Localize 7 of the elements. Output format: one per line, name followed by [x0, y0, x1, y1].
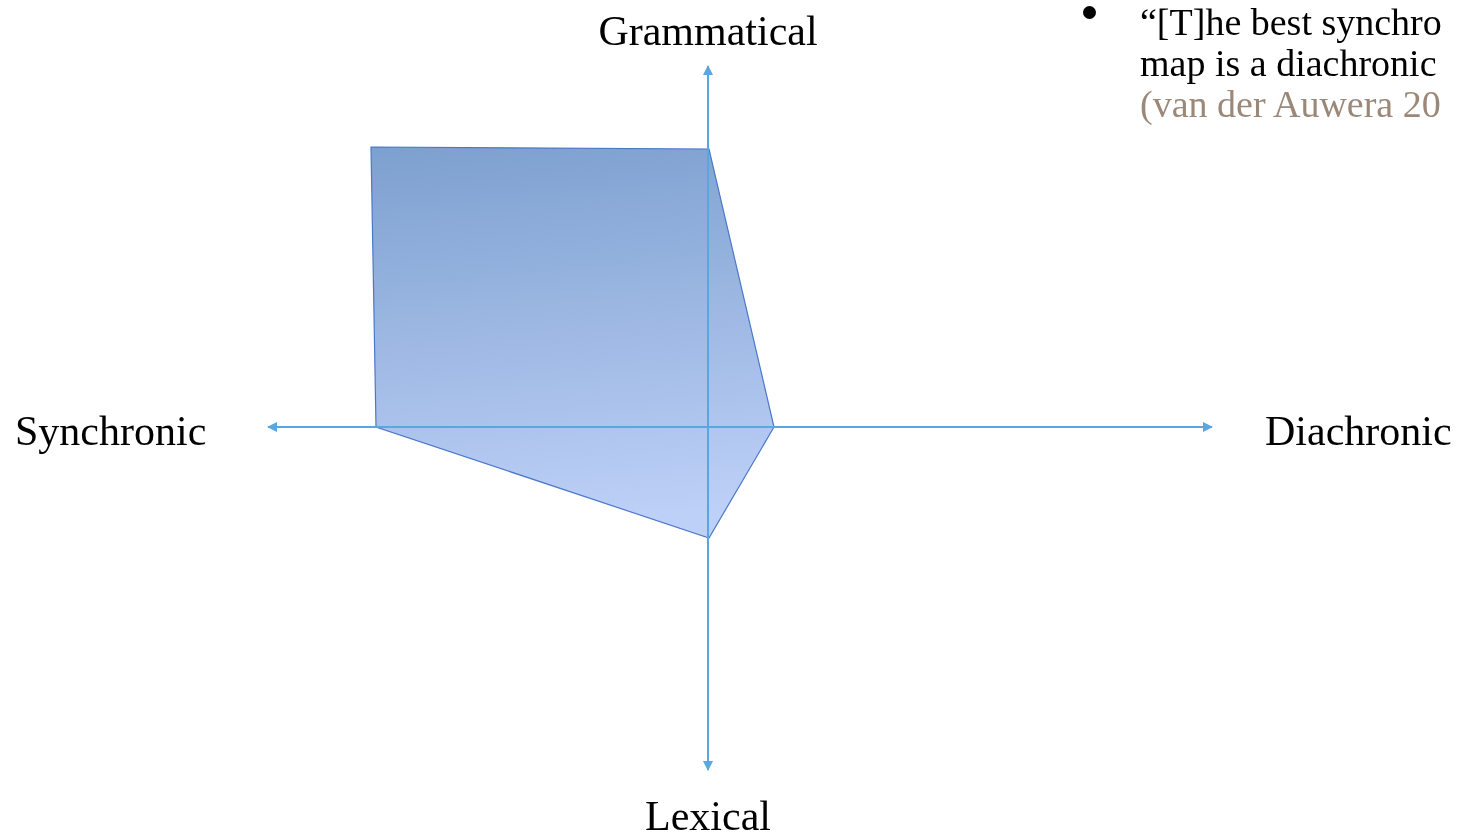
quote-text: “[T]he best synchro map is a diachronic	[1140, 2, 1443, 84]
axis-label: Synchronic	[15, 410, 207, 452]
citation-text: (van der Auwera 20	[1140, 84, 1442, 125]
axis-label: Diachronic	[1265, 410, 1452, 452]
shaded-region	[370, 146, 775, 539]
axis-label: Grammatical	[598, 10, 818, 52]
axis-label: Lexical	[645, 795, 771, 836]
